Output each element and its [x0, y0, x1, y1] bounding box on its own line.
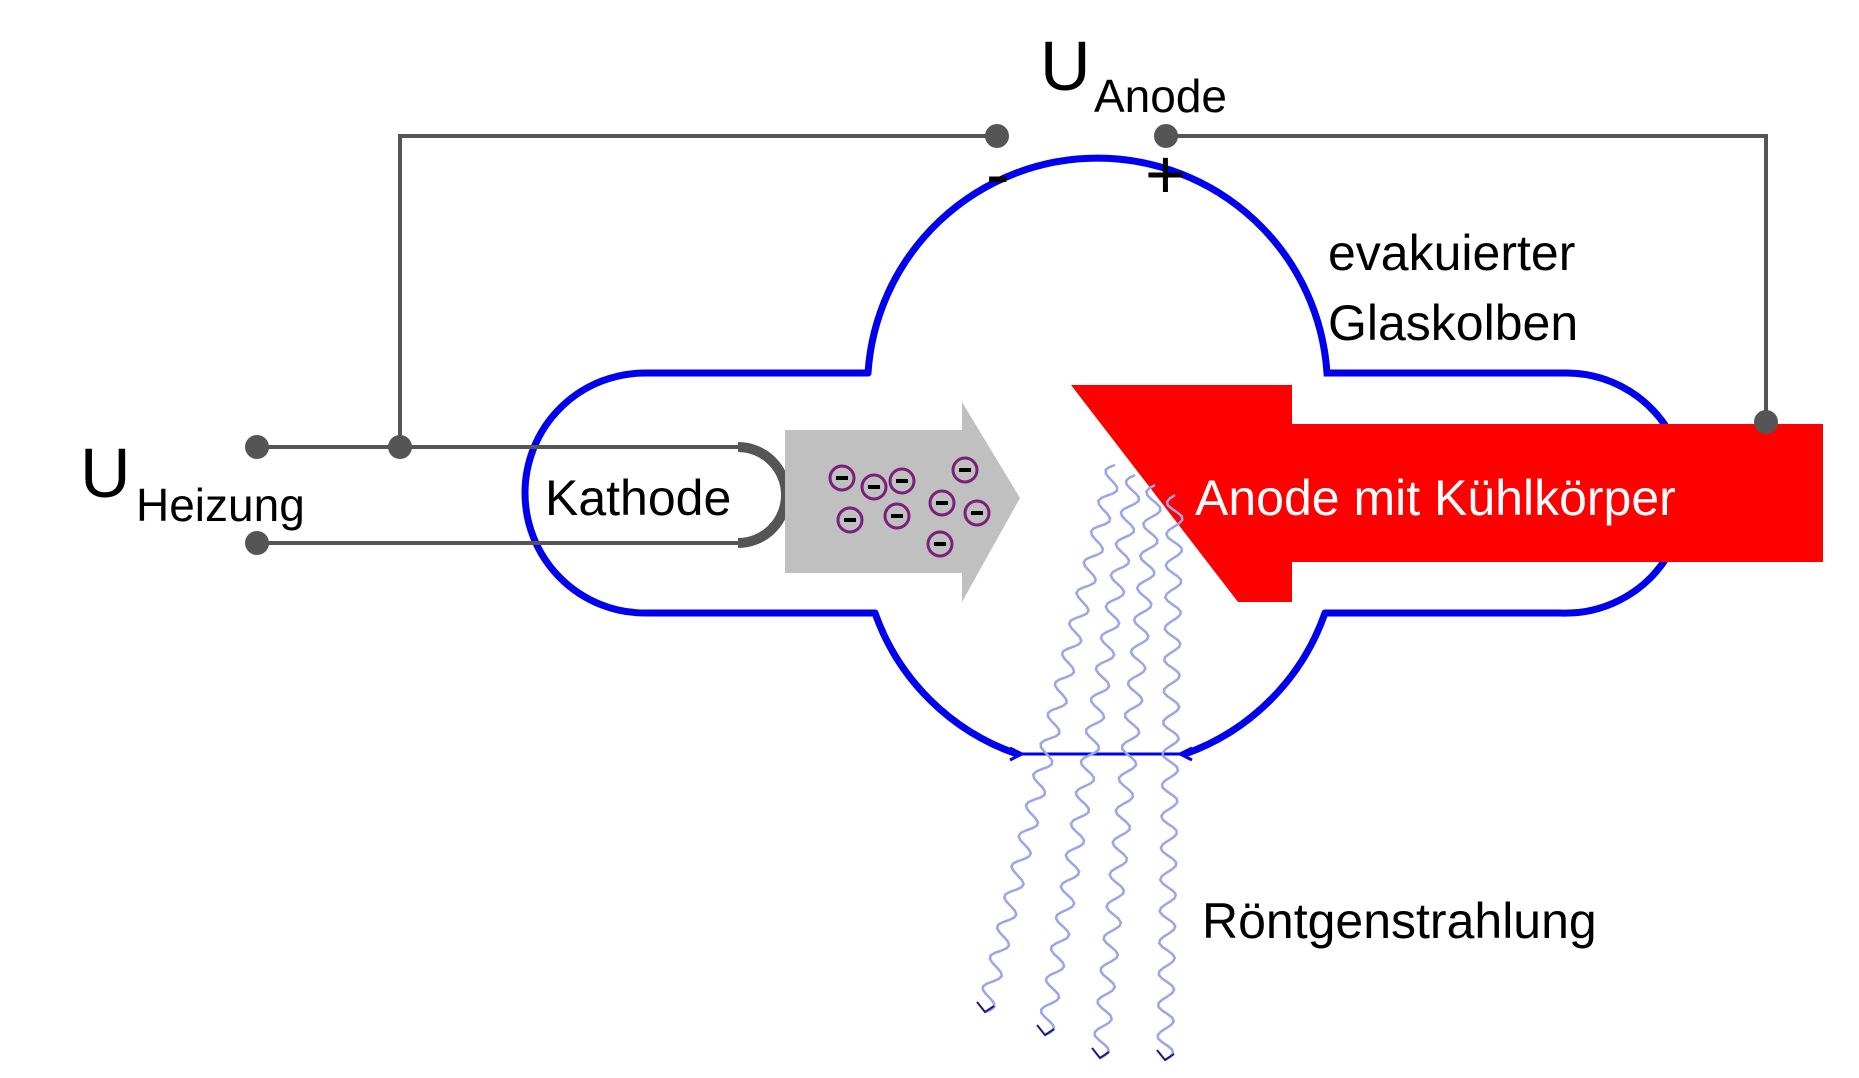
glass-bulb	[521, 154, 1669, 758]
glass-bulb-left-outline	[521, 369, 879, 617]
heater-lower-terminal	[245, 531, 269, 555]
cathode-cup	[737, 442, 791, 548]
anode-heat-sink	[1071, 385, 1823, 602]
glass-bulb-label-line1: evakuierter	[1328, 225, 1575, 281]
x-ray-waves	[976, 463, 1184, 1062]
anode-label: Anode mit Kühlkörper	[1195, 470, 1676, 526]
x-ray-label: Röntgenstrahlung	[1202, 893, 1597, 949]
u-heizung-label: U	[80, 434, 131, 512]
exit-window-right-tick	[1176, 746, 1193, 762]
u-heizung-subscript: Heizung	[136, 479, 305, 531]
glass-bulb-lower-outline	[871, 609, 1021, 758]
anode-positive-terminal	[1154, 124, 1178, 148]
minus-sign: -	[986, 135, 1009, 213]
x-ray-arrowhead	[1156, 1049, 1175, 1062]
u-anode-subscript: Anode	[1094, 70, 1227, 122]
glass-bulb-lower-right-outline	[1181, 609, 1329, 758]
plus-sign: +	[1145, 135, 1186, 213]
junction-dot	[388, 435, 412, 459]
u-anode-label: U	[1040, 27, 1091, 105]
x-ray-wave	[981, 463, 1119, 1014]
anode-connection-dot	[1754, 410, 1778, 434]
x-ray-wave	[1156, 493, 1184, 1062]
terminals	[245, 124, 1178, 555]
electrons	[828, 456, 991, 558]
heater-upper-terminal	[245, 435, 269, 459]
circuit-wires	[257, 134, 1768, 545]
glass-bulb-label-line2: Glaskolben	[1328, 295, 1578, 351]
x-ray-arrowhead	[976, 1001, 995, 1014]
x-ray-arrowhead	[1091, 1047, 1110, 1060]
x-ray-wave	[1093, 483, 1162, 1060]
exit-window-left-tick	[1009, 746, 1026, 762]
electron-beam-arrow	[785, 402, 1020, 602]
x-ray-arrowhead	[1036, 1024, 1055, 1037]
glass-bulb-right-outline	[1321, 556, 1669, 617]
anode-voltage-negative-wire	[398, 134, 997, 447]
x-ray-wave	[1040, 473, 1140, 1037]
anode-negative-terminal	[985, 124, 1009, 148]
cathode-label: Kathode	[545, 470, 731, 526]
anode-voltage-positive-wire	[1166, 134, 1768, 422]
glass-bulb-upper-outline	[864, 154, 1669, 429]
